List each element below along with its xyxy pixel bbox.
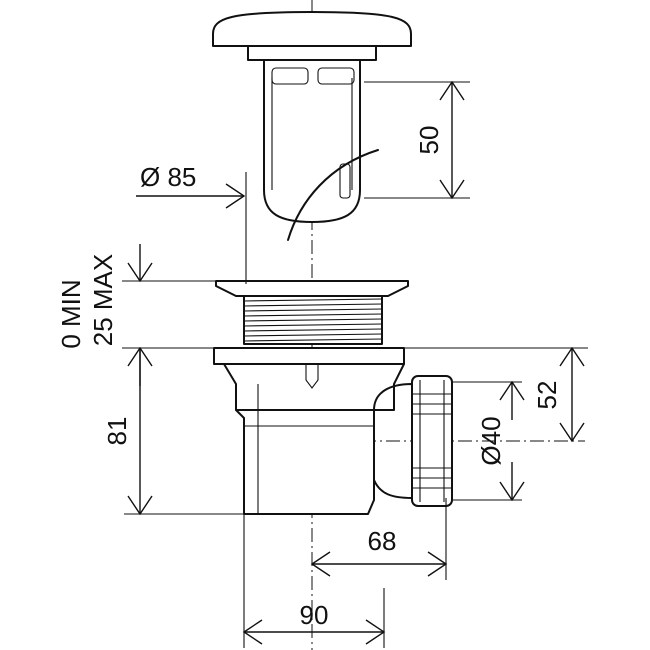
top-flange — [215, 280, 409, 297]
dim-label-flange-min: 0 MIN — [56, 279, 86, 348]
dim-label-flange-max: 25 MAX — [88, 254, 118, 347]
basket-slot-left — [271, 67, 309, 85]
body-flange — [213, 347, 405, 365]
outlet-nut-body — [411, 375, 453, 507]
dim-label-outlet-diameter: Ø40 — [476, 416, 506, 465]
dim-label-cap-height: 50 — [414, 126, 444, 155]
thread-lines — [243, 298, 383, 342]
dim-label-outlet-height: 52 — [532, 381, 562, 410]
dimension-cap-height: 50 — [364, 80, 470, 200]
dimension-body-width: 90 — [242, 514, 386, 648]
dimension-body-height: 81 — [102, 347, 244, 516]
body-upper — [223, 363, 405, 411]
dimension-diameter-top: Ø 85 — [136, 162, 247, 284]
basket-slot-right — [317, 67, 355, 85]
dim-label-body-width: 90 — [300, 600, 329, 630]
outlet-nut — [411, 375, 453, 507]
dim-label-outlet-offset: 68 — [368, 526, 397, 556]
dimension-flange-adjust: 0 MIN 25 MAX — [56, 244, 216, 386]
center-detent — [305, 364, 319, 389]
drain-body — [213, 347, 413, 515]
cap-collar — [247, 45, 377, 61]
strainer-cap — [212, 11, 412, 241]
cap-dome — [212, 11, 412, 47]
dim-label-diameter-top: Ø 85 — [140, 162, 196, 192]
dimension-outlet-offset: 68 — [310, 498, 448, 580]
strainer-basket — [263, 59, 361, 223]
basket-cutaway-curve — [287, 149, 379, 241]
dimension-outlet-height: 52 — [404, 346, 588, 443]
flange-assembly — [215, 280, 409, 345]
dim-label-body-height: 81 — [102, 417, 132, 446]
dimension-outlet-diameter: Ø40 — [452, 380, 525, 502]
